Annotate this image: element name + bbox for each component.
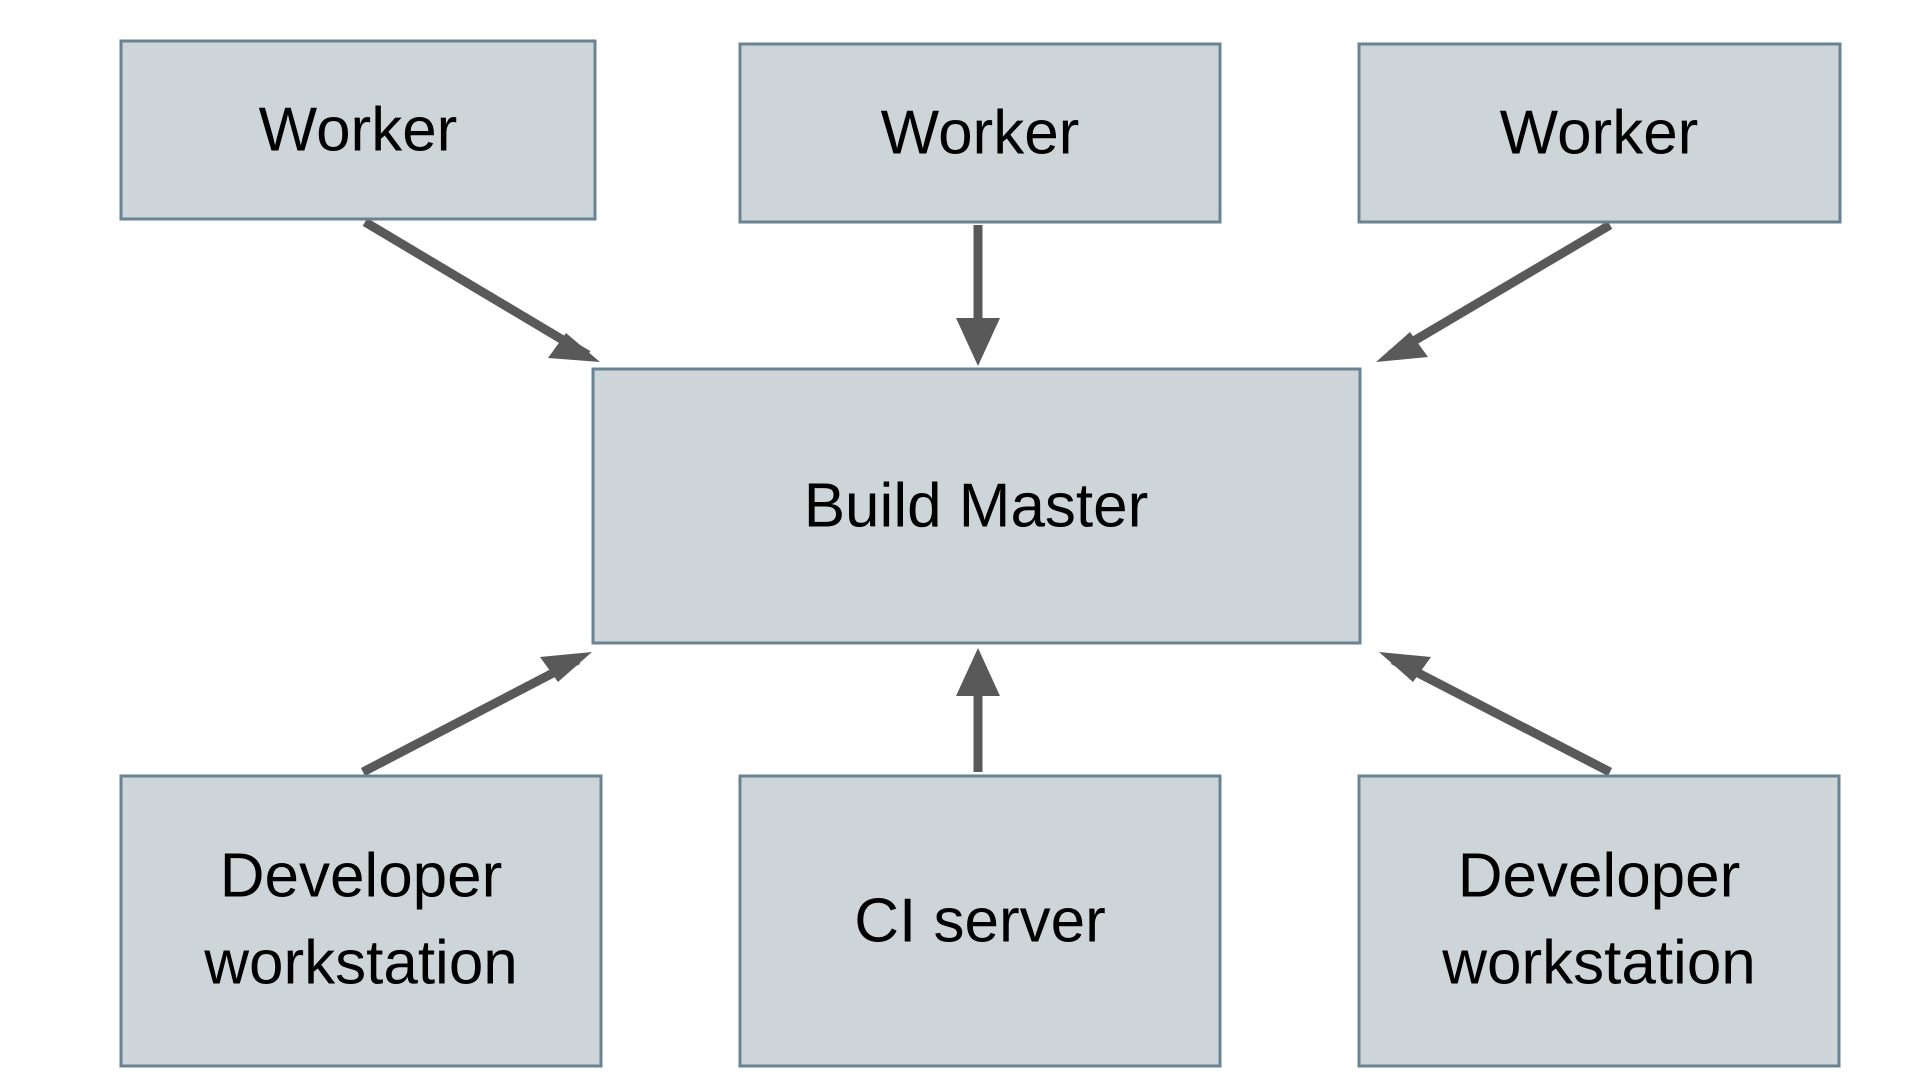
node-dev-right[interactable]: Developer workstation [1357,774,1841,1068]
arrowhead-ci-server [956,648,1000,696]
edge-dev-left-to-master [360,652,592,776]
node-worker-right[interactable]: Worker [1357,42,1842,224]
edge-layer [360,218,1613,776]
edge-line-worker-right [1387,221,1613,359]
node-build-master-box[interactable] [591,367,1362,645]
node-dev-left[interactable]: Developer workstation [119,774,603,1068]
edge-line-worker-left [362,218,591,359]
node-worker-center-label: Worker [881,98,1080,167]
edge-worker-center-to-master [956,225,1000,366]
node-layer: Worker Worker Worker Build Master Develo… [119,39,1842,1068]
edge-line-dev-left [360,656,581,776]
edge-ci-server-to-master [956,648,1000,772]
node-worker-center-box[interactable] [738,42,1222,224]
node-dev-right-label-line2: workstation [1441,928,1756,997]
edge-line-dev-right [1390,656,1613,776]
node-dev-left-label-line2: workstation [203,928,518,997]
edge-worker-right-to-master [1376,221,1613,362]
node-ci-server[interactable]: CI server [738,774,1222,1068]
edge-worker-left-to-master [362,218,600,362]
node-dev-right-label-line1: Developer [1458,841,1741,910]
node-worker-left-box[interactable] [119,39,597,221]
node-ci-server-label: CI server [854,886,1105,955]
arrowhead-worker-center [956,318,1000,366]
node-worker-right-label: Worker [1500,98,1699,167]
arrowhead-worker-right [1376,332,1428,362]
arrowhead-worker-left [548,333,600,362]
node-build-master-label: Build Master [804,471,1149,540]
node-dev-left-box[interactable] [119,774,603,1068]
node-ci-server-box[interactable] [738,774,1222,1068]
arrowhead-dev-left [540,652,592,682]
node-dev-right-box[interactable] [1357,774,1841,1068]
arrowhead-dev-right [1379,652,1431,682]
node-worker-left[interactable]: Worker [119,39,597,221]
node-worker-center[interactable]: Worker [738,42,1222,224]
node-dev-left-label-line1: Developer [220,841,503,910]
edge-dev-right-to-master [1379,652,1613,776]
node-worker-right-box[interactable] [1357,42,1842,224]
node-worker-left-label: Worker [259,95,458,164]
node-build-master[interactable]: Build Master [591,367,1362,645]
